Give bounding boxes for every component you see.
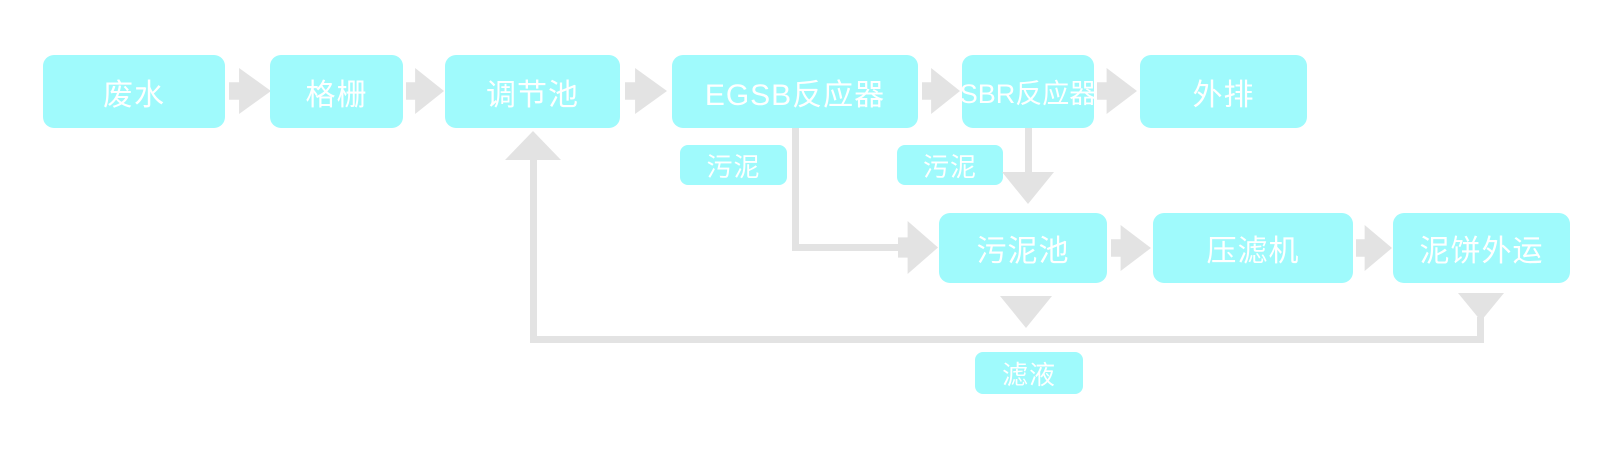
flow-arrow-right-icon [1097,68,1137,114]
flow-arrow-right-icon [625,68,667,114]
node-sludge-tank: 污泥池 [939,213,1107,283]
arrow-up-icon [505,131,561,160]
node-egsb-reactor: EGSB反应器 [672,55,918,128]
node-filter-press: 压滤机 [1153,213,1353,283]
flow-arrow-right-icon [406,68,444,114]
arrow-right-icon [898,221,938,274]
arrow-down-icon [1000,296,1052,328]
node-sbr-reactor: SBR反应器 [960,55,1096,128]
egsb-sludge-line-vertical [792,128,799,251]
node-wastewater: 废水 [43,55,225,128]
filtrate-return-line-horizontal [530,336,1484,343]
egsb-sludge-line-horizontal [792,244,900,251]
node-mud-cake-out: 泥饼外运 [1393,213,1570,283]
flow-arrow-right-icon [229,68,271,114]
node-regulating-tank: 调节池 [445,55,620,128]
node-discharge: 外排 [1140,55,1307,128]
flow-arrow-right-icon [922,68,960,114]
filtrate-return-line-vertical [530,158,537,343]
flow-arrow-right-icon [1111,225,1151,271]
sbr-sludge-line-vertical [1025,128,1032,174]
flow-arrow-right-icon [1356,225,1392,271]
label-filtrate: 滤液 [975,352,1083,394]
label-egsb-sludge: 污泥 [680,145,787,185]
node-bar-screen: 格栅 [270,55,403,128]
arrow-down-icon [1002,172,1054,204]
label-sbr-sludge: 污泥 [897,145,1003,185]
mud-cake-filtrate-stem [1477,317,1484,343]
